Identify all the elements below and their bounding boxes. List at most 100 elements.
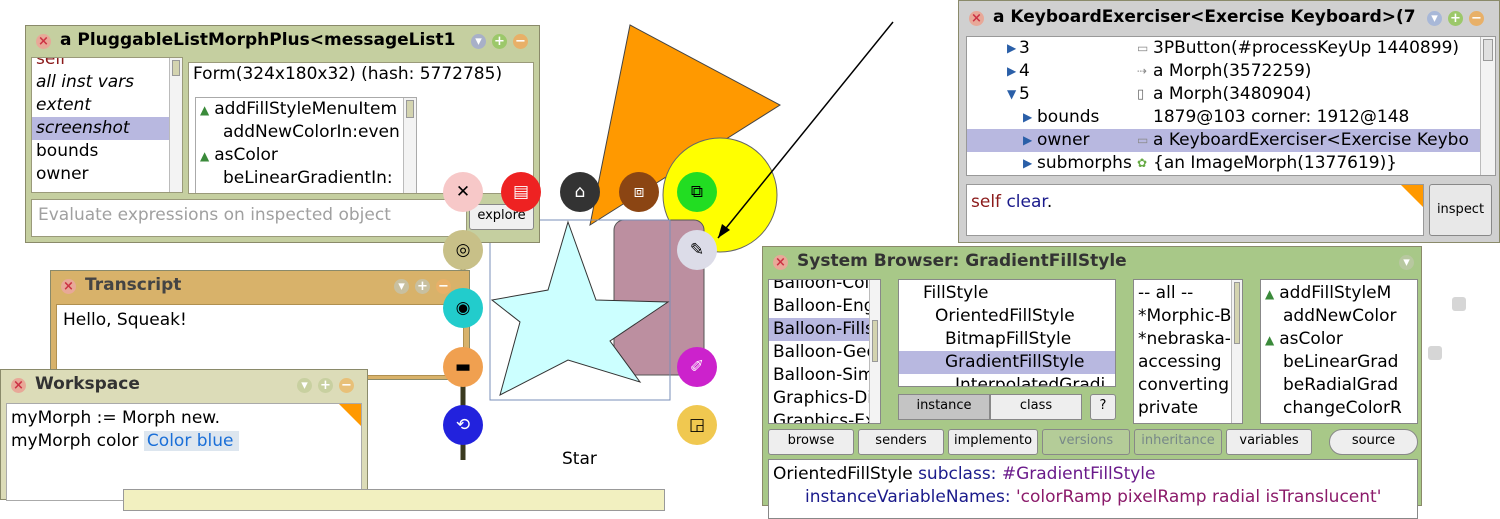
list-item[interactable]: screenshot [32, 117, 182, 140]
class-toggle[interactable]: class [990, 394, 1082, 420]
scrollbar[interactable] [1480, 37, 1495, 175]
keyboard-tree[interactable]: ▶3▭3PButton(#processKeyUp 1440899) ▶4⇢a … [966, 36, 1496, 176]
keyboard-titlebar[interactable]: × a KeyboardExerciser<Exercise Keyboard>… [959, 3, 1499, 33]
list-item[interactable]: Graphics-Ext [773, 411, 881, 424]
close-icon[interactable]: × [773, 255, 788, 270]
halo-pickup-icon[interactable]: ⌂ [560, 172, 600, 212]
list-item[interactable]: all inst vars [36, 72, 135, 92]
list-item[interactable]: Balloon-Geo [773, 342, 877, 362]
list-item[interactable]: bounds [36, 141, 99, 161]
halo-rotate-icon[interactable]: ⟲ [443, 405, 483, 445]
list-item[interactable]: Graphics-Disp [773, 388, 881, 408]
halo-menu-icon[interactable]: ▤ [501, 172, 541, 212]
list-item[interactable]: GradientFillStyle [899, 351, 1115, 374]
list-item[interactable]: *Morphic-Ba [1138, 306, 1242, 326]
list-item[interactable]: BitmapFillStyle [945, 329, 1072, 349]
menu-icon[interactable]: ▾ [1427, 11, 1442, 26]
collapse-icon[interactable]: − [339, 378, 354, 393]
method-list[interactable]: ▲addFillStyleM addNewColor ▲asColor beLi… [1260, 279, 1418, 424]
close-icon[interactable]: × [36, 34, 51, 49]
halo-collapse-icon[interactable]: ▬ [443, 347, 483, 387]
list-item[interactable]: Balloon-Engi [773, 296, 880, 316]
tree-row[interactable]: ▶owner▭a KeyboardExerciser<Exercise Keyb… [967, 129, 1495, 152]
list-item[interactable]: Balloon-Coll [773, 279, 874, 293]
list-item[interactable]: FillStyle [923, 283, 989, 303]
list-item[interactable]: private [1138, 398, 1199, 418]
implementors-button[interactable]: implemento [948, 429, 1038, 455]
scrollbar[interactable] [869, 280, 880, 423]
halo-move-icon[interactable]: ⧈ [619, 172, 659, 212]
halo-duplicate-icon[interactable]: ⧉ [677, 172, 717, 212]
halo-wrench-icon[interactable]: ✎ [677, 230, 717, 270]
halo-color-icon[interactable]: ✐ [677, 347, 717, 387]
list-item[interactable]: beLinearGrad [1283, 352, 1399, 372]
list-item[interactable]: ▲addFillStyleM [1265, 283, 1392, 303]
menu-icon[interactable]: ▾ [297, 378, 312, 393]
tree-row[interactable]: ▼5▯a Morph(3480904) [1007, 84, 1312, 104]
tree-row[interactable]: ▶4⇢a Morph(3572259) [1007, 61, 1312, 81]
method-list[interactable]: ▲addFillStyleMenuItem addNewColorIn:even… [195, 97, 417, 193]
instance-toggle[interactable]: instance [898, 394, 990, 420]
list-item[interactable]: addNewColorIn:even [223, 122, 400, 142]
scrollbar[interactable] [403, 98, 416, 193]
workspace-editor[interactable]: myMorph := Morph new. myMorph color Colo… [6, 403, 362, 501]
halo-resize-icon[interactable]: ◲ [677, 405, 717, 445]
browse-button[interactable]: browse [768, 429, 854, 455]
list-item[interactable]: *nebraska-M [1138, 329, 1243, 349]
list-item[interactable]: accessing [1138, 352, 1222, 372]
menu-icon[interactable]: ▾ [471, 34, 486, 49]
help-button[interactable]: ? [1090, 394, 1116, 420]
list-item[interactable]: beLinearGradientIn: [223, 168, 393, 188]
value-pane[interactable]: Form(324x180x32) (hash: 5772785) ▲addFil… [188, 62, 534, 194]
eval-field[interactable]: Evaluate expressions on inspected object [31, 199, 467, 237]
close-icon[interactable]: × [969, 11, 984, 26]
tree-row[interactable]: ▶3▭3PButton(#processKeyUp 1440899) [1007, 38, 1460, 58]
browser-code-pane[interactable]: OrientedFillStyle subclass: #GradientFil… [768, 459, 1418, 519]
explore-button[interactable]: explore [469, 204, 534, 230]
list-item[interactable]: beRadialGrad [1283, 375, 1399, 395]
inspector-titlebar[interactable]: × a PluggableListMorphPlus<messageList1 … [26, 26, 539, 56]
handle-square[interactable] [1452, 297, 1466, 311]
source-button[interactable]: source [1329, 429, 1418, 455]
list-item[interactable]: ▲asColor [1265, 329, 1343, 349]
list-item[interactable]: owner [36, 164, 89, 184]
halo-eye-icon[interactable]: ◉ [443, 288, 483, 328]
tree-row[interactable]: ▶submorphs✿{an ImageMorph(1377619)} [1023, 153, 1398, 173]
collapse-icon[interactable]: − [513, 34, 528, 49]
halo-debug-icon[interactable]: ◎ [443, 230, 483, 270]
list-item[interactable]: Balloon-Fills [769, 318, 880, 341]
handle-square[interactable] [1428, 346, 1442, 360]
field-list[interactable]: self all inst vars extent screenshot bou… [31, 57, 183, 193]
halo-close-icon[interactable]: ✕ [443, 172, 483, 212]
inheritance-button[interactable]: inheritance [1134, 429, 1222, 455]
list-item[interactable]: ▲asColor [200, 145, 278, 165]
category-list[interactable]: -- all -- *Morphic-Ba *nebraska-M access… [1133, 279, 1243, 424]
versions-button[interactable]: versions [1042, 429, 1130, 455]
menu-icon[interactable]: ▾ [394, 279, 409, 294]
expand-icon[interactable]: + [1448, 11, 1463, 26]
list-item[interactable]: converting [1138, 375, 1229, 395]
list-item[interactable]: self [36, 57, 67, 69]
list-item[interactable]: Balloon-Simp [773, 365, 881, 385]
inspect-button[interactable]: inspect [1429, 184, 1492, 236]
list-item[interactable]: InterpolatedGradi [955, 375, 1106, 387]
package-list[interactable]: Balloon-Coll Balloon-Engi Balloon-Fills … [768, 279, 881, 424]
collapse-icon[interactable]: − [1469, 11, 1484, 26]
browser-titlebar[interactable]: × System Browser: GradientFillStyle ▾ [763, 247, 1421, 277]
list-item[interactable]: extent [36, 95, 92, 115]
workspace-titlebar[interactable]: × Workspace ▾ + − [1, 370, 367, 400]
list-item[interactable]: ▲addFillStyleMenuItem [200, 99, 398, 119]
collapse-icon[interactable]: − [436, 279, 451, 294]
menu-icon[interactable]: ▾ [1399, 255, 1414, 270]
partial-window[interactable] [123, 489, 665, 511]
keyboard-code-pane[interactable]: self clear. [966, 184, 1424, 236]
close-icon[interactable]: × [61, 279, 76, 294]
class-list[interactable]: FillStyle OrientedFillStyle BitmapFillSt… [898, 279, 1116, 387]
transcript-text[interactable]: Hello, Squeak! [56, 304, 464, 376]
transcript-titlebar[interactable]: × Transcript ▾ + − [51, 271, 469, 301]
expand-icon[interactable]: + [492, 34, 507, 49]
senders-button[interactable]: senders [858, 429, 944, 455]
scrollbar[interactable] [169, 58, 182, 192]
expand-icon[interactable]: + [318, 378, 333, 393]
